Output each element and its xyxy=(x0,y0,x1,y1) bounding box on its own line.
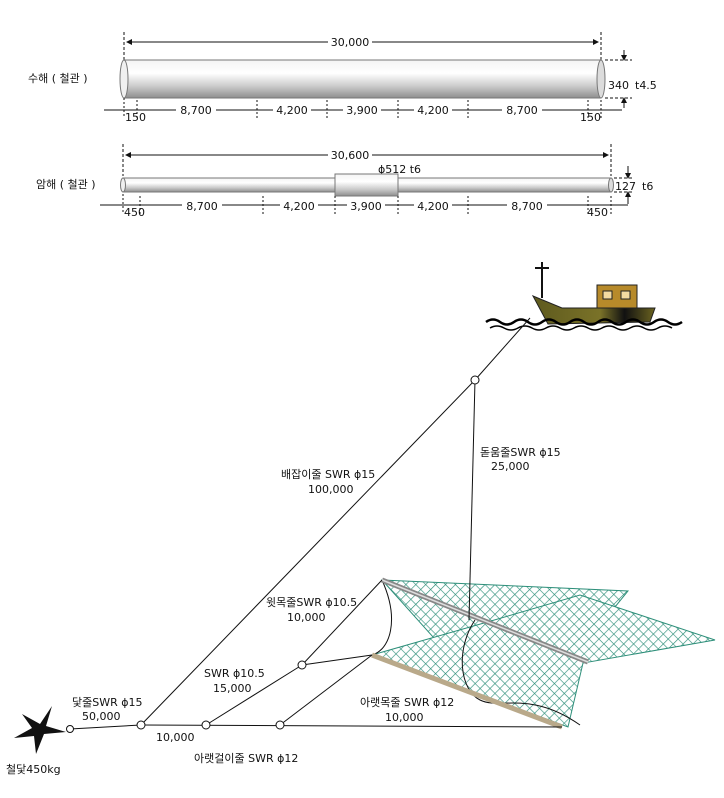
return-line-name: 돋움줄SWR ϕ15 xyxy=(480,446,561,459)
lower-seg-bg-4 xyxy=(507,199,547,212)
lower-seg-bg-0 xyxy=(182,199,222,212)
upper-seg-4: 8,700 xyxy=(506,104,538,117)
ring-node-3 xyxy=(275,720,285,730)
lower-end-right: 450 xyxy=(587,206,608,219)
anchor-line xyxy=(69,724,142,730)
bottom-gap-len: 10,000 xyxy=(156,731,195,744)
boat xyxy=(485,262,683,331)
upper-pipe-cap-left xyxy=(119,59,129,99)
boat-line-name: 배잡이줄 SWR ϕ15 xyxy=(281,468,375,481)
upper-seg-2: 3,900 xyxy=(346,104,378,117)
rigging-labels: 배잡이줄 SWR ϕ15 100,000 돋움줄SWR ϕ15 25,000 윗… xyxy=(6,446,561,776)
upper-seg-0: 8,700 xyxy=(180,104,212,117)
upper-frame-highlight xyxy=(381,579,589,663)
upper-total-length: 30,000 xyxy=(331,36,370,49)
upper-end-left: 150 xyxy=(125,111,146,124)
anchor-icon xyxy=(14,706,66,754)
lower-seg-1: 4,200 xyxy=(283,200,315,213)
net-mouth-curve xyxy=(371,579,392,656)
boat-line-len: 100,000 xyxy=(308,483,354,496)
lower-total-bg xyxy=(328,148,372,161)
lower-thickness: t6 xyxy=(642,180,653,193)
upper-pipe-group: 수해 ( 철관 ) 30,000 340 t4.5 150 150 8,700 xyxy=(28,32,657,124)
anchor-line-name: 닻줄SWR ϕ15 xyxy=(72,696,143,709)
boat-window-1 xyxy=(602,290,613,300)
upper-pipe-cap-right xyxy=(596,59,606,99)
anchor-shackle xyxy=(66,725,74,733)
anchor-line-len: 50,000 xyxy=(82,710,121,723)
upper-seg-3: 4,200 xyxy=(417,104,449,117)
upper-pipe-label: 수해 ( 철관 ) xyxy=(28,71,88,85)
lower-seg-4: 8,700 xyxy=(511,200,543,213)
lower-pipe-label: 암해 ( 철관 ) xyxy=(36,177,96,191)
upper-seg-bg-0 xyxy=(176,103,216,116)
upper-diameter: 340 xyxy=(608,79,629,92)
boat-line-upper xyxy=(474,317,531,381)
upper-neck-name: 윗목줄SWR ϕ10.5 xyxy=(266,596,357,609)
upper-total-bg xyxy=(328,35,372,48)
lower-end-left: 450 xyxy=(124,206,145,219)
lower-seg-bg-2 xyxy=(347,199,385,212)
upper-seg-bg-2 xyxy=(343,103,381,116)
swr-105-line xyxy=(205,664,303,726)
upper-seg-bg-3 xyxy=(414,103,452,116)
lower-hang-line xyxy=(279,654,373,726)
anchor-label: 철닻450kg xyxy=(6,763,61,776)
lower-pipe-center-sleeve xyxy=(334,173,399,197)
lower-pipe-cap-right xyxy=(608,177,614,193)
upper-neck-len: 10,000 xyxy=(287,611,326,624)
ring-node-5 xyxy=(470,375,480,385)
boat-holding-line xyxy=(140,379,476,726)
upper-end-right: 150 xyxy=(580,111,601,124)
swr-105-name: SWR ϕ10.5 xyxy=(204,667,265,680)
lower-hang-line-name: 아랫걸이줄 SWR ϕ12 xyxy=(194,752,298,765)
upper-seg-bg-1 xyxy=(273,103,311,116)
lower-center-spec: ϕ512 t6 xyxy=(378,163,421,176)
upper-seg-1: 4,200 xyxy=(276,104,308,117)
upper-seg-bg-4 xyxy=(502,103,542,116)
return-line-len: 25,000 xyxy=(491,460,530,473)
net-belly-curve xyxy=(461,619,581,726)
anchor-shape xyxy=(14,706,66,754)
bottom-line xyxy=(140,724,563,728)
swr-105-len: 15,000 xyxy=(213,682,252,695)
boat-window-2 xyxy=(620,290,631,300)
upper-thickness: t4.5 xyxy=(635,79,657,92)
lower-neck-len: 10,000 xyxy=(385,711,424,724)
lower-frame-pipe xyxy=(371,652,563,730)
lower-total-length: 30,600 xyxy=(331,149,370,162)
lower-seg-bg-1 xyxy=(280,199,318,212)
ring-node-2 xyxy=(201,720,211,730)
lower-seg-bg-3 xyxy=(414,199,452,212)
rigging xyxy=(66,317,563,733)
lower-pipe-cap-left xyxy=(120,177,126,193)
return-line xyxy=(468,379,476,621)
water-wave-1 xyxy=(485,318,683,326)
upper-neck-line xyxy=(301,579,383,666)
lower-pipe-group: 암해 ( 철관 ) 30,600 ϕ512 t6 127 t6 450 450 … xyxy=(36,144,653,219)
lower-neck-line-a xyxy=(301,654,373,666)
ring-node-1 xyxy=(136,720,146,730)
lower-seg-3: 4,200 xyxy=(417,200,449,213)
ring-node-4 xyxy=(297,660,307,670)
water-wave-2 xyxy=(489,325,673,331)
lower-seg-0: 8,700 xyxy=(186,200,218,213)
lower-diameter: 127 xyxy=(615,180,636,193)
lower-neck-name: 아랫목줄 SWR ϕ12 xyxy=(360,696,454,709)
net xyxy=(370,577,716,730)
lower-seg-2: 3,900 xyxy=(350,200,382,213)
upper-pipe-body xyxy=(123,59,602,99)
